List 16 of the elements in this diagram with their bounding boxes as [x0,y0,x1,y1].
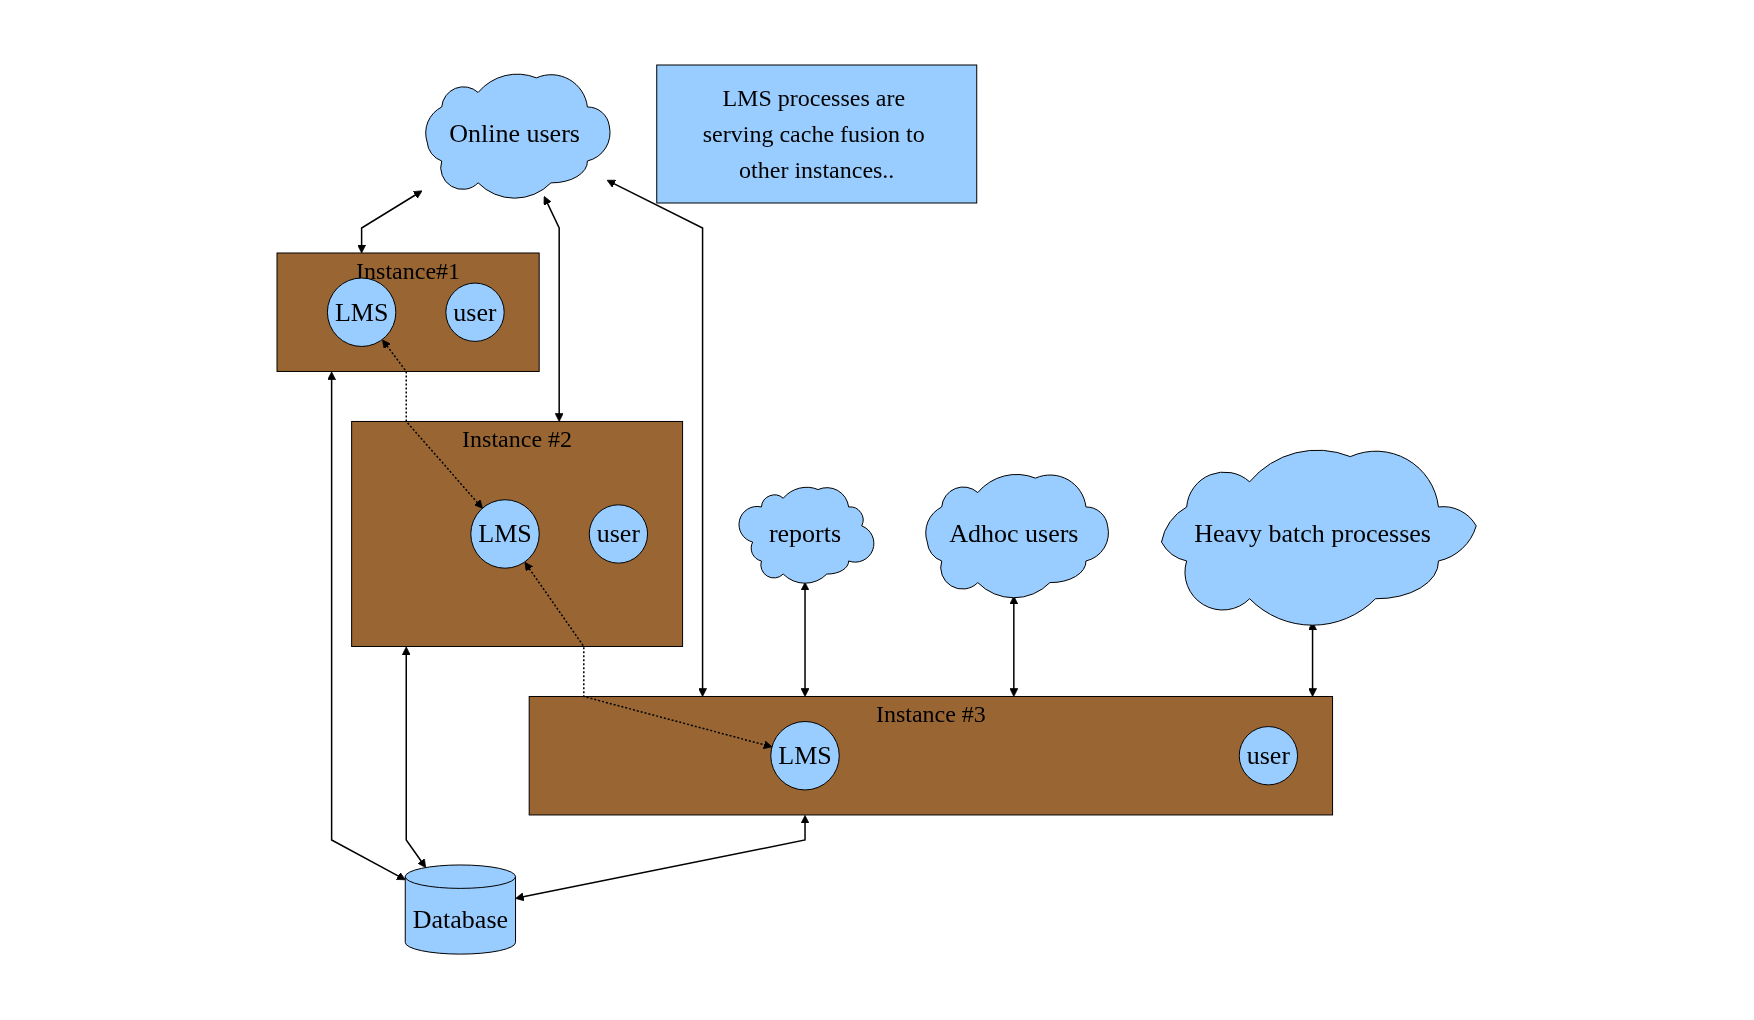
arrow [524,562,773,750]
node-circle: LMS [770,721,841,791]
node-circle: user [1239,726,1299,786]
arrow [1009,596,1019,698]
arrow [515,815,810,902]
arrow [327,371,407,881]
node-circle: user [445,283,506,343]
node-circle: user [589,504,649,565]
node-box: LMS processes are serving cache fusion to other instances.. [656,64,978,204]
arrow [607,180,708,698]
arrow [801,582,810,698]
node-circle: LMS [470,499,541,570]
arrow [543,196,564,423]
arrow [402,646,427,869]
arrow [382,339,484,510]
arrow [357,190,423,254]
